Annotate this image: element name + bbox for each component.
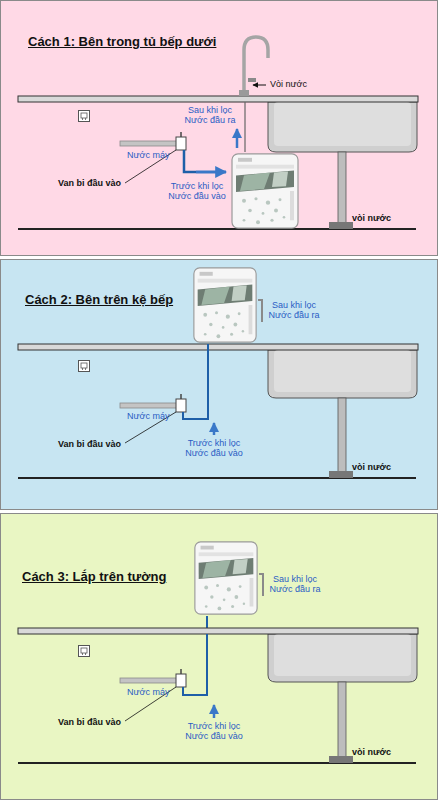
panel-heading: Cách 1: Bên trong tủ bếp dưới: [28, 34, 216, 49]
valve-label: Van bi đầu vào: [58, 717, 121, 727]
output-label: Sau khi lọc Nước đầu ra: [264, 300, 324, 321]
inlet-label: Nước máy: [127, 150, 169, 160]
drain-label: vòi nước: [352, 747, 391, 757]
output-label: Sau khi lọc Nước đầu ra: [265, 574, 325, 595]
output-label: Sau khi lọc Nước đầu ra: [180, 105, 240, 126]
input-label: Trước khi lọc Nước đầu vào: [183, 438, 245, 459]
inlet-label: Nước máy: [127, 687, 169, 697]
valve-label: Van bi đầu vào: [58, 178, 121, 188]
valve-label: Van bi đầu vào: [58, 439, 121, 449]
panel-heading: Cách 3: Lắp trên tường: [22, 569, 166, 584]
drain-label: vòi nước: [352, 462, 391, 472]
inlet-label: Nước máy: [127, 411, 169, 421]
input-label: Trước khi lọc Nước đầu vào: [166, 181, 228, 202]
faucet-label: Vòi nước: [270, 79, 307, 89]
input-label: Trước khi lọc Nước đầu vào: [183, 721, 245, 742]
installation-panel: Cách 2: Bên trên kệ bếp: [0, 259, 438, 510]
drain-label: vòi nước: [352, 213, 391, 223]
panel-heading: Cách 2: Bên trên kệ bếp: [25, 292, 173, 307]
